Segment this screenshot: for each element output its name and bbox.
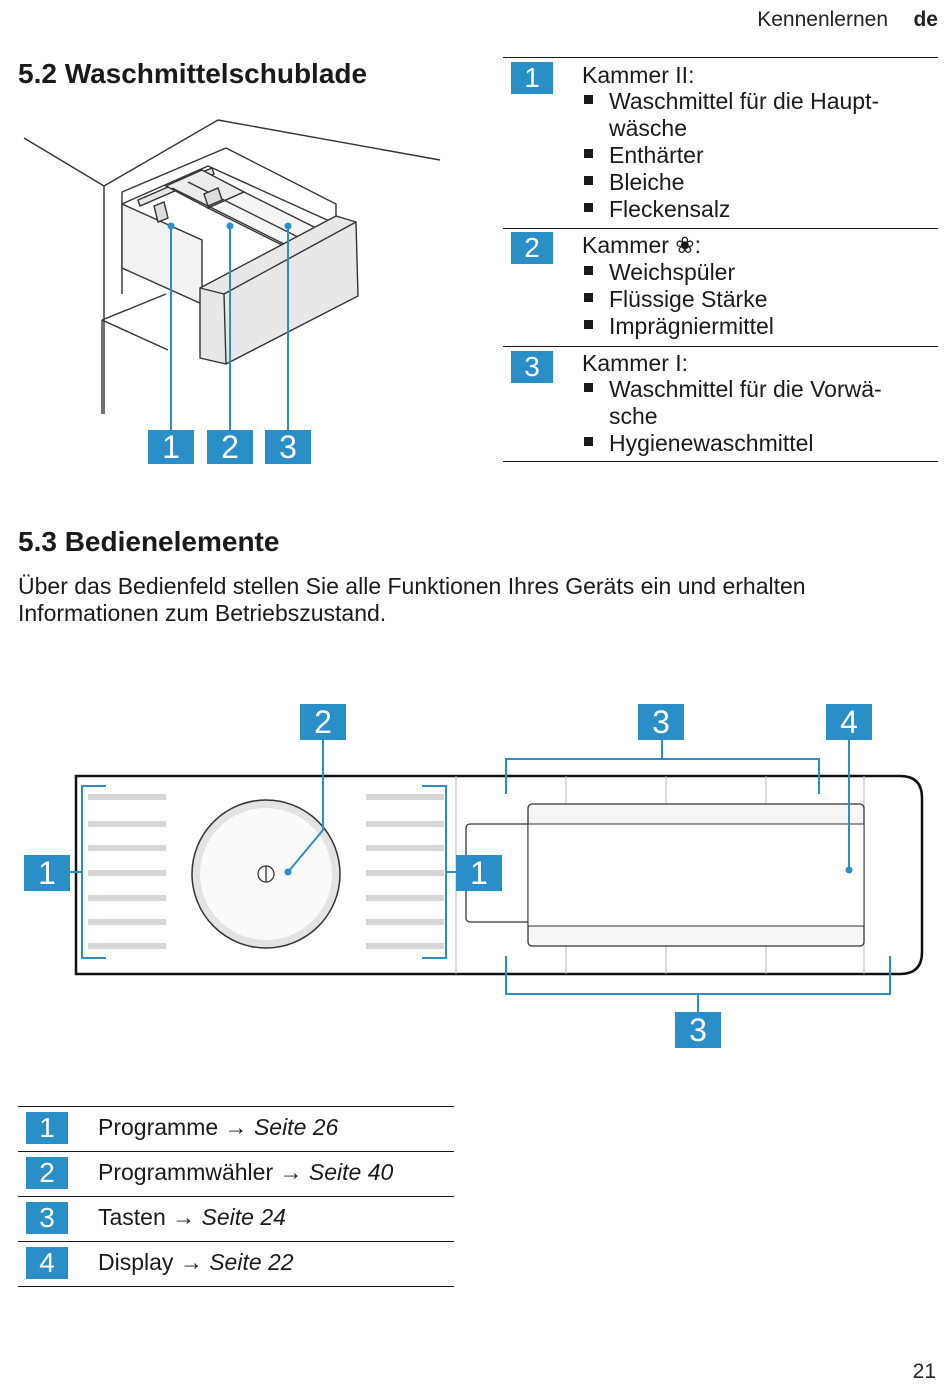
legend-label: Display <box>98 1249 174 1275</box>
legend-label: Programme <box>98 1114 219 1140</box>
chamber-2-title: Kammer ❀: <box>582 232 701 258</box>
chamber-2-item-text: Weichspüler <box>609 259 736 285</box>
panel-callout-1-right: 1 <box>456 855 502 891</box>
chamber-table-rule <box>503 346 938 347</box>
legend-row: 3 Tasten → Seite 24 <box>18 1198 454 1242</box>
legend-rule <box>18 1241 454 1242</box>
chamber-1-item-text: Waschmittel für die Haupt-wäsche <box>609 88 880 141</box>
legend-rule <box>18 1196 454 1197</box>
chamber-table-rule-bottom <box>503 461 938 462</box>
running-header-language: de <box>913 8 938 31</box>
chamber-1-item: Waschmittel für die Haupt-wäsche <box>584 88 919 142</box>
drawer-callout-3: 3 <box>265 430 311 464</box>
panel-callout-3-bottom: 3 <box>675 1012 721 1048</box>
running-header-section: Kennenlernen <box>757 8 888 31</box>
chamber-table-rule-top <box>503 57 938 58</box>
chamber-1-badge: 1 <box>511 62 553 94</box>
legend-text: Programmwähler → Seite 40 <box>98 1159 393 1186</box>
section-5-3-title: 5.3 Bedienelemente <box>18 526 280 557</box>
chamber-table-rule <box>503 228 938 229</box>
chamber-3-item: Waschmittel für die Vorwä-sche <box>584 376 919 430</box>
page-reference-link[interactable]: Seite 24 <box>201 1204 286 1230</box>
panel-callout-2: 2 <box>300 704 346 740</box>
chamber-1-item: Enthärter <box>584 142 919 169</box>
legend-rule-top <box>18 1106 454 1107</box>
panel-callout-4: 4 <box>826 704 872 740</box>
chamber-2-item: Flüssige Stärke <box>584 286 919 313</box>
detergent-drawer-illustration <box>23 119 441 430</box>
legend-rule-bottom <box>18 1286 454 1287</box>
arrow-icon: → <box>172 1204 196 1230</box>
legend-text: Display → Seite 22 <box>98 1249 294 1276</box>
legend-badge: 1 <box>26 1112 68 1144</box>
chamber-3-item: Hygienewaschmittel <box>584 430 919 457</box>
page-reference-link[interactable]: Seite 26 <box>253 1114 339 1140</box>
legend-text: Tasten → Seite 24 <box>98 1204 286 1231</box>
legend-rule <box>18 1151 454 1152</box>
section-5-2-title: 5.2 Waschmittelschublade <box>18 58 368 89</box>
legend-row: 4 Display → Seite 22 <box>18 1243 454 1287</box>
chamber-1-title: Kammer II: <box>582 62 695 88</box>
chamber-2-item-text: Imprägniermittel <box>609 313 774 339</box>
chamber-1-item-text: Fleckensalz <box>609 196 731 222</box>
section-5-3-intro: Über das Bedienfeld stellen Sie alle Fun… <box>18 573 806 626</box>
legend-row: 2 Programmwähler → Seite 40 <box>18 1153 454 1197</box>
chamber-2-item-text: Flüssige Stärke <box>609 286 768 312</box>
chamber-2-item: Weichspüler <box>584 259 919 286</box>
chamber-3-badge: 3 <box>511 351 553 383</box>
page-number: 21 <box>912 1360 936 1383</box>
page-reference-link[interactable]: Seite 22 <box>209 1249 294 1275</box>
legend-badge: 4 <box>26 1247 68 1279</box>
arrow-icon: → <box>224 1114 248 1140</box>
arrow-icon: → <box>179 1249 203 1275</box>
chamber-1-item: Fleckensalz <box>584 196 919 223</box>
legend-label: Programmwähler <box>98 1159 274 1185</box>
chamber-1-item: Bleiche <box>584 169 919 196</box>
chamber-1-item-text: Enthärter <box>609 142 704 168</box>
chamber-2-item: Imprägniermittel <box>584 313 919 340</box>
chamber-1-item-text: Bleiche <box>609 169 685 195</box>
page-reference-link[interactable]: Seite 40 <box>308 1159 394 1185</box>
chamber-2-badge: 2 <box>511 232 553 264</box>
legend-label: Tasten <box>98 1204 166 1230</box>
legend-text: Programme → Seite 26 <box>98 1114 338 1141</box>
chamber-3-item-text: Waschmittel für die Vorwä-sche <box>609 376 882 429</box>
arrow-icon: → <box>279 1159 303 1185</box>
panel-callout-1-left: 1 <box>24 855 70 891</box>
panel-callout-3-top: 3 <box>638 704 684 740</box>
legend-row: 1 Programme → Seite 26 <box>18 1108 454 1152</box>
drawer-callout-1: 1 <box>148 430 194 464</box>
drawer-callout-2: 2 <box>207 430 253 464</box>
legend-badge: 3 <box>26 1202 68 1234</box>
chamber-3-item-text: Hygienewaschmittel <box>609 430 814 456</box>
legend-badge: 2 <box>26 1157 68 1189</box>
chamber-3-title: Kammer I: <box>582 350 689 376</box>
